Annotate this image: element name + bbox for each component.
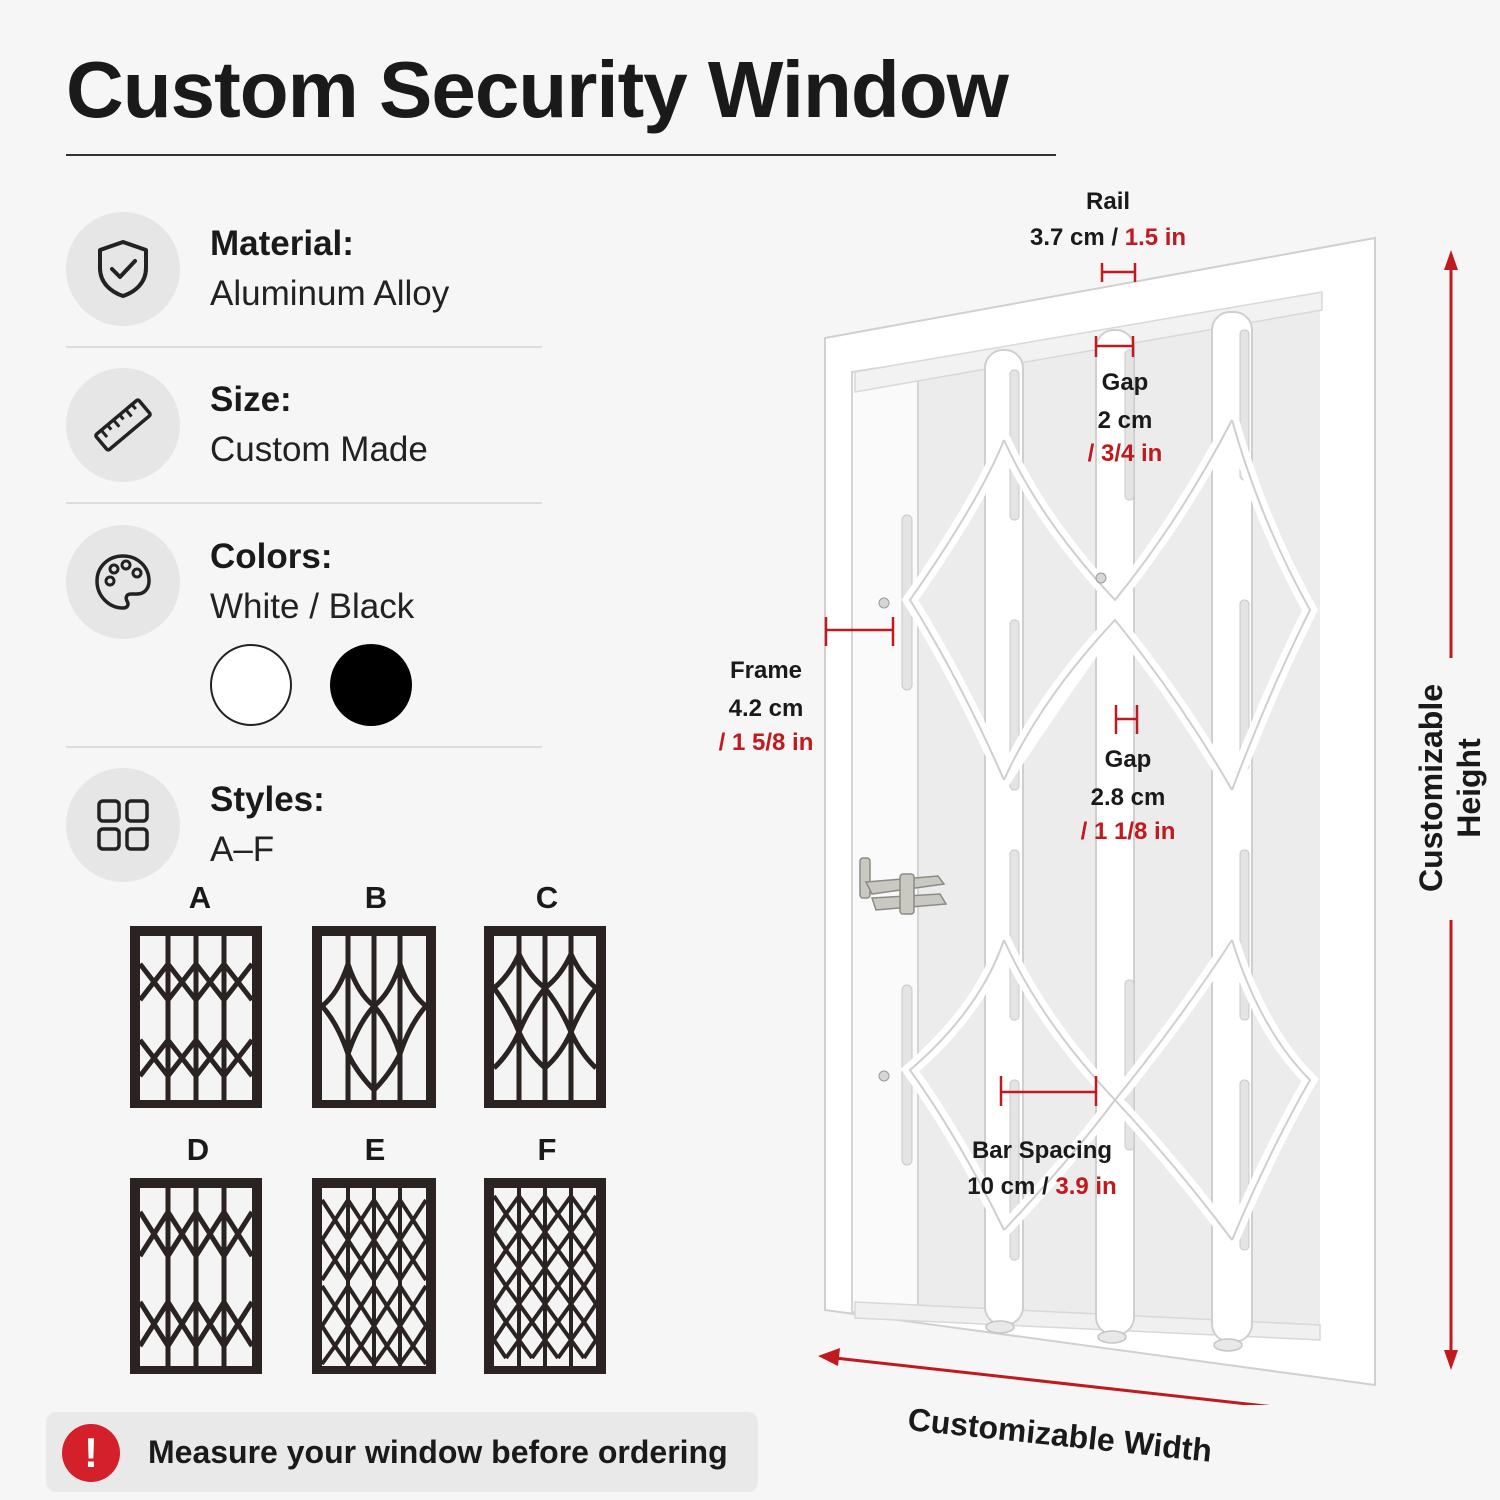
size-label: Size: (210, 380, 292, 419)
dim-frame-label: Frame (729, 657, 803, 684)
styles-label: Styles: (210, 780, 325, 819)
height-arrow (1444, 250, 1458, 1370)
style-a-label: A (188, 880, 212, 915)
dim-rail-imperial: 1.5 in (1124, 224, 1187, 251)
dim-rail: Rail 3.7 cm / 1.5 in (1030, 184, 1186, 256)
dim-rail-metric: 3.7 cm / (1030, 224, 1125, 251)
warning-banner: ! Measure your window before ordering (46, 1412, 758, 1492)
dim-bar-spacing: Bar Spacing 10 cm / 3.9 in (952, 1133, 1132, 1205)
height-label: Customizable Height (1412, 638, 1488, 938)
dim-gap-top-imperial: / 3/4 in (1087, 440, 1163, 467)
style-b-thumbnail[interactable] (310, 924, 438, 1110)
dim-gap-mid-imperial: / 1 1/8 in (1080, 818, 1176, 845)
spec-divider (66, 746, 542, 748)
dim-gap-top: Gap 2 cm / 3/4 in (1080, 365, 1170, 469)
style-e-thumbnail[interactable] (310, 1176, 438, 1376)
dim-bar-spacing-label: Bar Spacing (971, 1137, 1113, 1164)
dim-gap-mid-metric: 2.8 cm (1090, 784, 1166, 811)
security-window-illustration (818, 236, 1376, 1405)
dim-frame-metric: 4.2 cm (728, 695, 804, 722)
spec-colors: Colors: White / Black (66, 525, 542, 735)
style-c-label: C (535, 880, 559, 915)
size-value: Custom Made (210, 430, 428, 469)
colors-value: White / Black (210, 587, 415, 626)
color-swatch-black[interactable] (330, 644, 412, 726)
dim-gap-top-label: Gap (1101, 369, 1149, 396)
material-value: Aluminum Alloy (210, 274, 450, 313)
dim-bar-spacing-imperial: 3.9 in (1055, 1173, 1117, 1200)
spec-styles: Styles: A–F (66, 768, 542, 888)
material-label: Material: (210, 224, 354, 263)
style-d-label: D (186, 1132, 210, 1167)
dim-bar-spacing-metric: 10 cm / (967, 1173, 1056, 1200)
dim-gap-top-metric: 2 cm (1097, 407, 1153, 434)
grid-icon (66, 768, 180, 882)
spec-divider (66, 346, 542, 348)
colors-label: Colors: (210, 537, 333, 576)
style-e-label: E (364, 1132, 386, 1167)
alert-icon: ! (62, 1424, 120, 1482)
title-divider (66, 154, 1056, 156)
width-label: Customizable Width (906, 1400, 1214, 1469)
dim-frame: Frame 4.2 cm / 1 5/8 in (710, 653, 822, 759)
shield-check-icon (66, 212, 180, 326)
style-f-label: F (537, 1132, 557, 1167)
palette-icon (66, 525, 180, 639)
style-b-label: B (364, 880, 388, 915)
spec-divider (66, 502, 542, 504)
style-f-thumbnail[interactable] (482, 1176, 608, 1376)
spec-size: Size: Custom Made (66, 368, 542, 488)
page-title: Custom Security Window (66, 45, 1009, 134)
style-a-thumbnail[interactable] (128, 924, 264, 1110)
color-swatch-white[interactable] (210, 644, 292, 726)
spec-material: Material: Aluminum Alloy (66, 212, 542, 332)
height-label-line2: Height (1451, 738, 1487, 838)
dim-rail-label: Rail (1086, 188, 1131, 215)
warning-text: Measure your window before ordering (148, 1434, 728, 1470)
height-label-line1: Customizable (1413, 683, 1449, 893)
ruler-icon (66, 368, 180, 482)
styles-value: A–F (210, 830, 275, 869)
style-d-thumbnail[interactable] (128, 1176, 264, 1376)
dim-frame-imperial: / 1 5/8 in (718, 729, 814, 756)
style-c-thumbnail[interactable] (482, 924, 608, 1110)
dim-gap-mid: Gap 2.8 cm / 1 1/8 in (1070, 742, 1186, 848)
dim-gap-mid-label: Gap (1104, 746, 1152, 773)
lock-handle-icon (859, 857, 948, 915)
